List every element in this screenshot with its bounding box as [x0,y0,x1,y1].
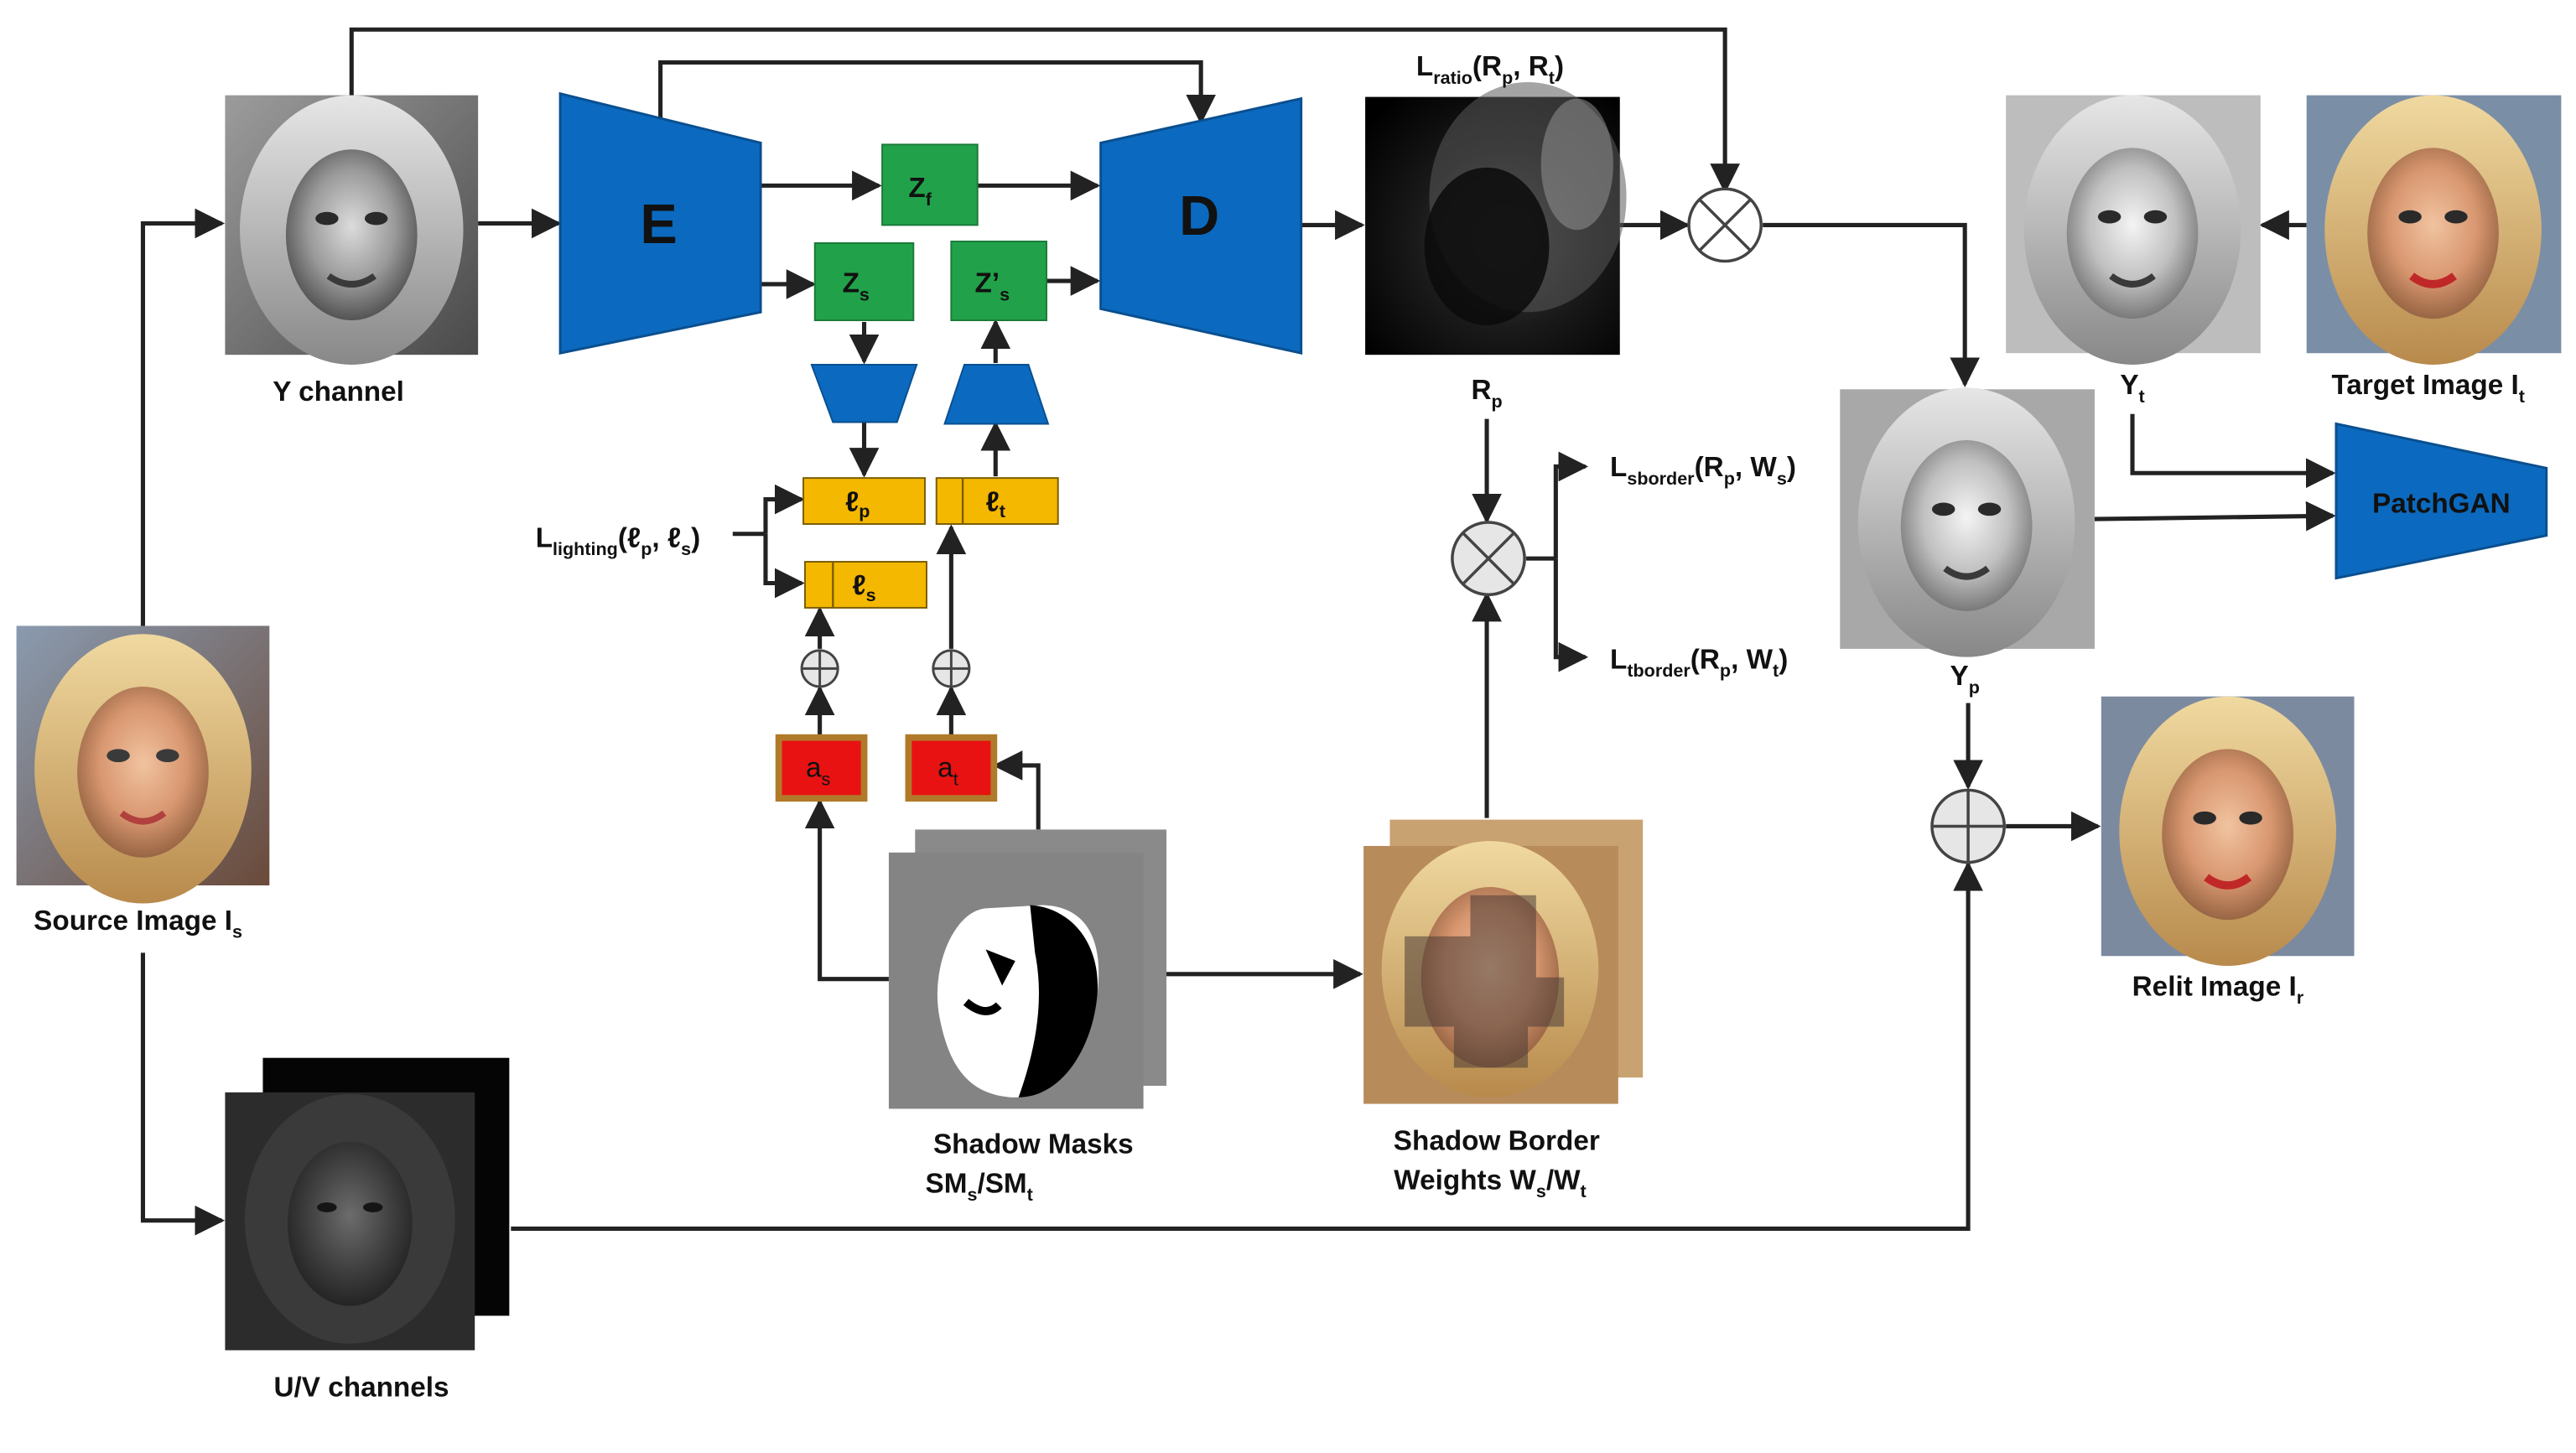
at-box: at [905,734,998,802]
shadow-border-title: Shadow Border [1394,1125,1600,1156]
lp-label: ℓ [845,486,859,517]
lt-sub: t [1000,501,1005,522]
ratio-image-photo [1365,81,1627,355]
yt-photo [2006,95,2261,365]
yp-label: Yp [1950,661,1979,698]
zf-box: Zf [881,143,979,226]
as-sub: s [822,768,831,789]
patchgan-label: PatchGAN [2372,488,2511,519]
lp-sub: p [859,501,870,522]
target-image-label: Target Image It [2331,370,2524,407]
arrow-masks-to-as [804,798,889,982]
arrow-masks-to-at [992,750,1041,830]
arrow-source-to-uv [140,952,226,1236]
zs-prime-sub: s [1000,284,1010,305]
ls-label: ℓ [852,570,865,601]
arrow-yt-to-patchgan [2130,413,2336,489]
plus-small-circle-icon [800,649,839,688]
shadow-masks-title: Shadow Masks [933,1129,1134,1160]
arrow-source-to-y [140,208,226,626]
tborder-loss-label: Ltborder(Rp, Wt) [1610,644,1788,681]
svg-text:ℓt: ℓt [986,486,1005,522]
svg-text:ℓp: ℓp [845,486,870,522]
shadow-border-subtitle: Weights Ws/Wt [1394,1165,1586,1201]
svg-text:Zf: Zf [908,173,932,210]
encoder-block: E [558,91,762,355]
svg-text:ℓs: ℓs [852,570,875,605]
add-circle-icon [1930,788,2006,864]
ls-box: ℓs [804,561,927,609]
source-image-photo [16,625,270,904]
arrow-y-skip-to-multiply [349,27,1740,194]
arrow-uv-to-add [511,860,1983,1232]
arrow-to-tborder-loss [1553,558,1589,672]
y-channel-label: Y channel [273,376,404,407]
zs-label: Z [843,268,860,299]
zs-sub: s [860,284,870,305]
multiply-circle-icon [1451,521,1526,596]
lt-label: ℓ [986,486,1000,517]
lp-box: ℓp [802,477,926,525]
decoder-label: D [1179,185,1219,247]
zf-sub: f [926,189,932,210]
at-sub: t [953,768,958,789]
arrow-multiply-to-yp [1763,222,1981,388]
yp-photo [1840,387,2095,657]
relit-image-label: Relit Image Ir [2132,971,2304,1008]
plus-small-circle-icon [932,649,971,688]
arrow-to-sborder-loss [1553,451,1589,559]
shadow-masks-subtitle: SMs/SMt [926,1168,1033,1205]
ratio-loss-label: Lratio(Rp, Rt) [1416,51,1564,88]
target-image-photo [2306,95,2562,365]
y-channel-photo [225,95,479,365]
zs-box: Zs [813,241,915,322]
connection-lines [140,27,2336,1236]
bracket-lighting-to-ls [763,533,805,599]
rp-label: Rp [1471,375,1502,412]
as-box: as [775,734,868,802]
relit-image-photo [2101,696,2355,966]
ls-sub: s [866,584,876,605]
bracket-lighting-to-lp [763,484,805,534]
zf-label: Z [908,173,925,204]
source-image-label: Source Image Is [34,906,242,942]
uv-channels-label: U/V channels [273,1372,449,1403]
decoder-block: D [1099,96,1303,355]
arrow-encoder-skip-to-decoder [658,60,1216,125]
at-label: a [937,753,953,784]
svg-text:Z’s: Z’s [975,268,1010,305]
as-label: a [806,753,822,784]
patchgan-block: PatchGAN [2334,422,2548,580]
shadow-border-weights-image [1363,819,1644,1104]
lt-box: ℓt [935,477,1059,525]
svg-text:Zs: Zs [843,268,870,305]
encoder-label: E [640,194,677,256]
zs-prime-box: Z’s [950,241,1047,322]
zs-prime-label: Z’ [975,268,1000,299]
uv-channels-photo [225,1057,510,1351]
svg-text:at: at [937,753,958,790]
multiply-circle-icon [1687,187,1763,263]
svg-text:as: as [806,753,830,790]
lighting-decoder-block [943,363,1050,425]
arrow-yp-to-patchgan [2094,501,2336,532]
shadow-masks-image [888,829,1167,1109]
sborder-loss-label: Lsborder(Rp, Ws) [1610,452,1796,489]
yt-label: Yt [2120,370,2144,407]
lighting-encoder-block [810,363,918,423]
lighting-loss-label: Llighting(ℓp, ℓs) [536,522,701,559]
